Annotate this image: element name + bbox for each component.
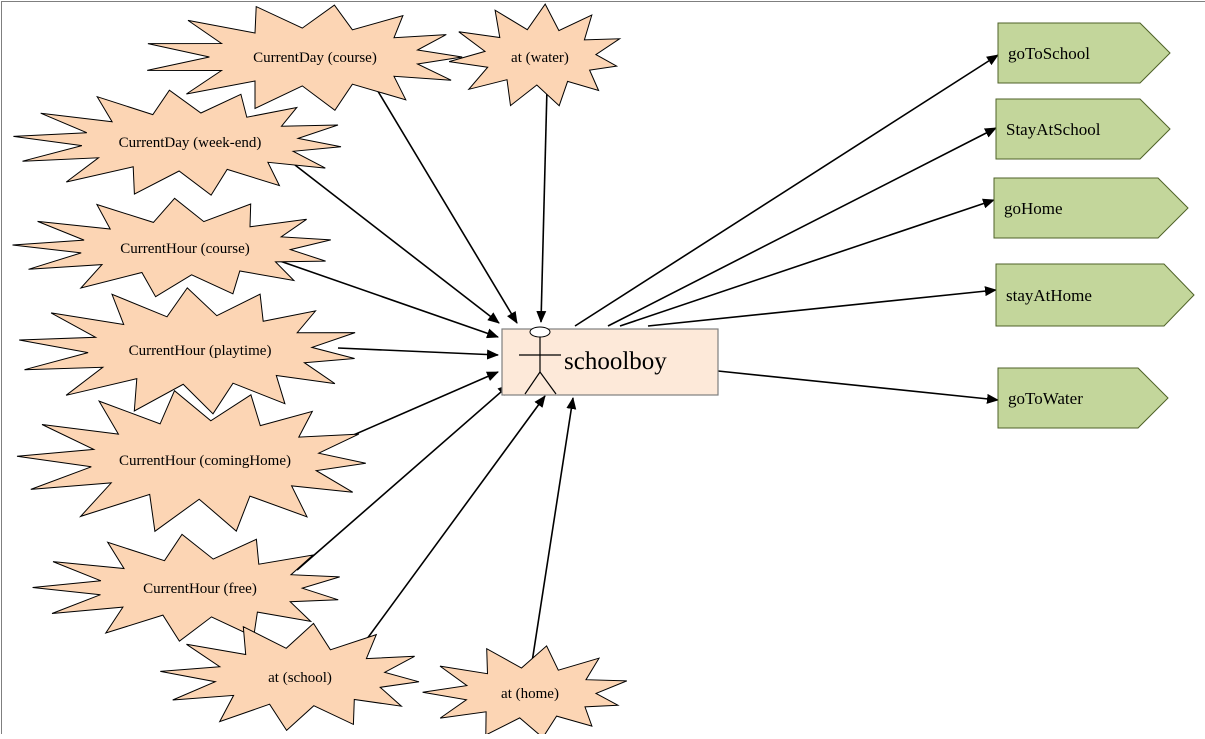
event-label: at (home) [501,686,559,702]
action-stayathome: stayAtHome [996,264,1194,326]
action-label: goToSchool [1008,44,1090,63]
action-label: goToWater [1008,389,1083,408]
action-label: StayAtSchool [1006,120,1101,139]
event-label: CurrentDay (week-end) [119,135,262,151]
event-label: CurrentHour (course) [120,241,250,257]
edge-agent-to-gotowater [718,371,998,400]
event-currentday-course: CurrentDay (course) [147,5,462,110]
event-label: CurrentHour (comingHome) [119,453,291,469]
edge-currenthour-course-to-agent [277,260,498,337]
event-currenthour-free: CurrentHour (free) [33,534,340,641]
action-gohome: goHome [994,178,1188,238]
event-currentday-weekend: CurrentDay (week-end) [13,90,341,195]
action-label: stayAtHome [1006,286,1092,305]
event-label: CurrentDay (course) [253,50,377,66]
edge-at-home-to-agent [528,398,573,688]
edge-currenthour-playtime-to-agent [338,348,498,355]
agent-label: schoolboy [564,348,667,375]
agent-node: schoolboy [502,327,718,395]
edge-currentday-course-to-agent [370,78,517,323]
edge-agent-to-gotoschool [575,55,998,326]
action-gotoschool: goToSchool [998,23,1170,83]
edge-at-water-to-agent [541,88,547,322]
edge-currenthour-cominghome-to-agent [342,372,498,440]
event-at-home: at (home) [423,646,627,734]
event-at-water: at (water) [449,4,619,106]
action-stayatschool: StayAtSchool [996,99,1170,159]
event-label: CurrentHour (free) [143,581,257,597]
edge-agent-to-gohome [620,200,994,326]
event-currenthour-course: CurrentHour (course) [13,198,331,296]
event-label: at (water) [511,50,569,66]
action-gotowater: goToWater [998,368,1168,428]
edge-at-school-to-agent [353,396,545,658]
event-currenthour-cominghome: CurrentHour (comingHome) [17,391,366,532]
action-label: goHome [1004,199,1063,218]
edge-currentday-weekend-to-agent [295,165,499,323]
event-label: CurrentHour (playtime) [129,343,272,359]
event-label: at (school) [268,670,332,686]
event-currenthour-playtime: CurrentHour (playtime) [19,288,355,414]
edge-agent-to-stayathome [648,290,996,326]
event-at-school: at (school) [160,623,419,730]
